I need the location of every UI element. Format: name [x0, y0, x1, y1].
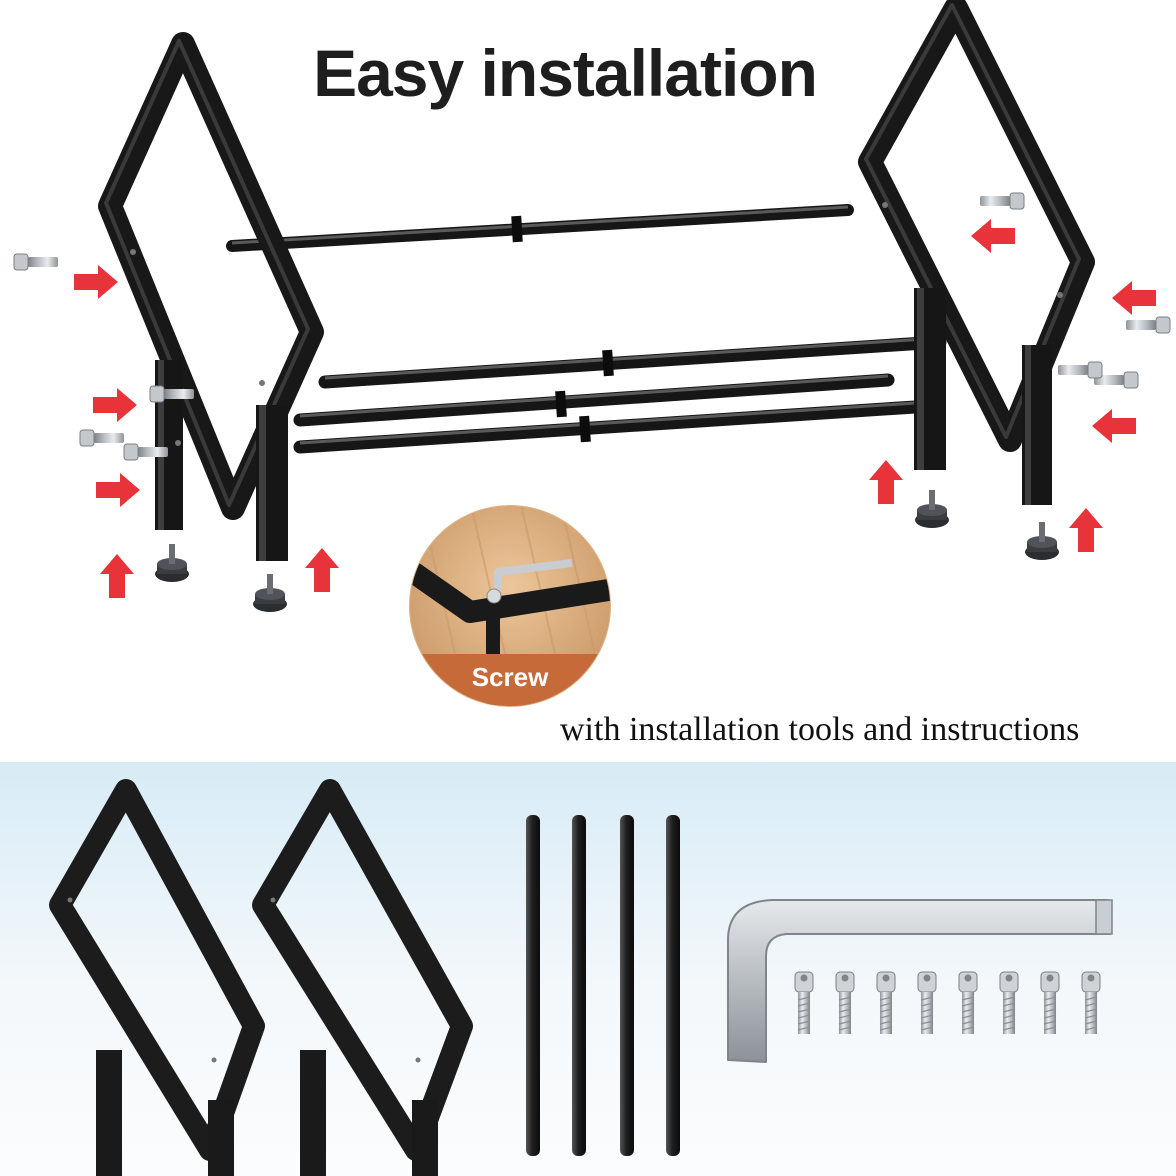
rod-part — [526, 815, 680, 1156]
connecting-rods — [226, 204, 947, 454]
assembly-drawing: Screw — [13, 0, 1171, 707]
right-side-frame — [858, 0, 1095, 505]
left-side-frame — [98, 32, 324, 561]
allen-key-icon — [727, 899, 1113, 1063]
screw-icon — [794, 971, 1101, 1035]
side-frame-part — [49, 779, 265, 1176]
tagline: with installation tools and instructions — [560, 711, 1080, 748]
badge-label: Screw — [472, 662, 549, 692]
parts-layout — [49, 779, 1113, 1176]
screw-detail-badge: Screw — [409, 505, 611, 707]
side-frame-part — [252, 779, 473, 1176]
headline: Easy installation — [313, 36, 818, 110]
